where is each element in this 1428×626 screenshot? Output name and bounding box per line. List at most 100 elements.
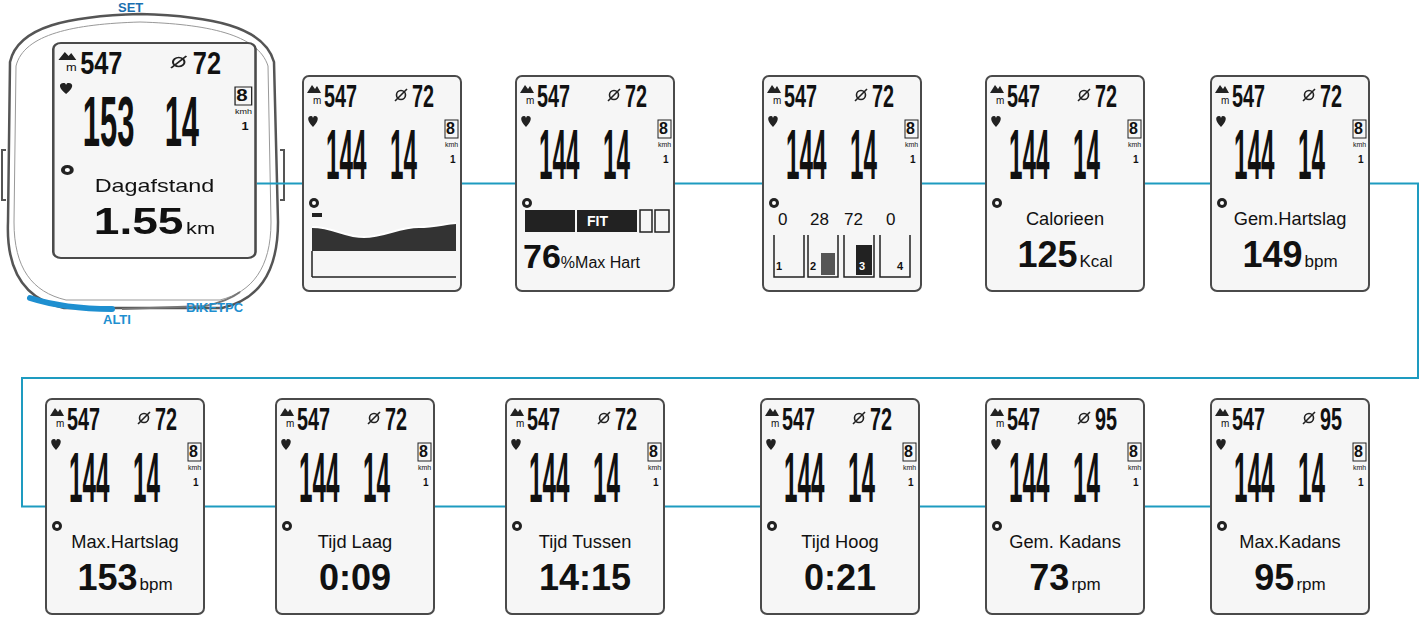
value-row: 149bpm: [1212, 237, 1368, 273]
altitude-value: 547: [1007, 81, 1040, 113]
unit-m: m: [286, 419, 294, 429]
zone-number: 3: [859, 261, 865, 272]
big-value: 144: [1234, 442, 1274, 513]
speed-decimal: 8: [904, 444, 913, 460]
field-label: Tijd Hoog: [762, 533, 918, 551]
display-screen: m54795144148kmh1Max.Kadans95rpm: [1210, 398, 1370, 615]
altitude-value: 547: [527, 404, 560, 436]
gear-number: 1: [1133, 155, 1139, 165]
speed-decimal: 8: [1354, 444, 1363, 460]
speed-decimal: 8: [446, 121, 455, 137]
gear-number: 1: [241, 122, 248, 132]
altitude-value: 547: [324, 81, 357, 113]
zone-number: 2: [810, 261, 816, 272]
field-value: 125: [1017, 237, 1077, 273]
speed-decimal: 8: [1129, 444, 1138, 460]
display-screen: m54772144148kmh1Calorieen125Kcal: [985, 75, 1145, 292]
field-value: 95: [1254, 560, 1294, 596]
unit-m: m: [526, 96, 534, 106]
altitude-value: 547: [537, 81, 570, 113]
zone-number: 4: [897, 261, 903, 272]
field-label: Calorieen: [987, 210, 1143, 228]
button-label: BIKETPC: [186, 301, 243, 314]
field-value: 0:21: [804, 560, 876, 596]
big-value: 144: [69, 442, 109, 513]
speed-unit: kmh: [1353, 141, 1366, 148]
flow-connector: [435, 506, 505, 508]
speed-decimal: 8: [189, 444, 198, 460]
average-value: 72: [385, 404, 407, 436]
gear-number: 1: [1358, 155, 1364, 165]
flow-connector: [1145, 506, 1210, 508]
display-screen: m54772144148kmh1: [302, 75, 462, 292]
average-value: 72: [1095, 81, 1117, 113]
speed-value: 14: [1073, 442, 1100, 513]
average-value: 72: [155, 404, 177, 436]
field-unit: bpm: [1305, 253, 1338, 270]
gear-number: 1: [1133, 478, 1139, 488]
speed-unit: kmh: [418, 464, 431, 471]
unit-m: m: [771, 419, 779, 429]
speed-decimal: 8: [659, 121, 668, 137]
percent-label: %Max Hart: [561, 255, 640, 271]
display-screen: m54772144148kmh10287201234: [762, 75, 922, 292]
speed-value: 14: [848, 442, 875, 513]
value-row: 153bpm: [47, 560, 203, 596]
big-value: 144: [326, 119, 366, 190]
average-value: 72: [193, 48, 221, 80]
average-value: 72: [1320, 81, 1342, 113]
button-label: SET: [118, 1, 143, 14]
big-value: 144: [786, 119, 826, 190]
display-screen: m54795144148kmh1Gem. Kadans73rpm: [985, 398, 1145, 615]
gear-number: 1: [908, 478, 914, 488]
unit-m: m: [1221, 419, 1229, 429]
speed-decimal: 8: [419, 444, 428, 460]
average-value: 72: [872, 81, 894, 113]
display-screen: m54772144148kmh1FIT76%Max Hart: [515, 75, 675, 292]
speed-value: 14: [363, 442, 390, 513]
altitude-value: 547: [297, 404, 330, 436]
altitude-value: 547: [80, 48, 122, 80]
display-screen: m54772144148kmh1Tijd Hoog0:21: [760, 398, 920, 615]
speed-decimal: 8: [236, 88, 247, 104]
big-value: 153: [83, 86, 135, 157]
speed-decimal: 8: [649, 444, 658, 460]
altitude-value: 547: [1232, 81, 1265, 113]
fit-label: FIT: [587, 214, 608, 228]
average-value: 95: [1095, 404, 1117, 436]
value-row: 125Kcal: [987, 237, 1143, 273]
flow-connector: [462, 183, 515, 185]
speed-unit: kmh: [445, 141, 458, 148]
field-value: 73: [1029, 560, 1069, 596]
value-row: 14:15: [507, 560, 663, 596]
speed-value: 14: [850, 119, 877, 190]
zone-number: 1: [776, 261, 782, 272]
percent-value: 76: [523, 239, 561, 273]
zone-time: 0: [886, 211, 895, 228]
speed-unit: kmh: [1128, 141, 1141, 148]
field-label: Tijd Tussen: [507, 533, 663, 551]
button-label: ALTI: [103, 313, 131, 326]
field-value: 153: [77, 560, 137, 596]
speed-value: 14: [1298, 119, 1325, 190]
altitude-value: 547: [1232, 404, 1265, 436]
flow-connector: [205, 506, 275, 508]
field-label: Gem.Hartslag: [1212, 210, 1368, 228]
field-unit: bpm: [140, 576, 173, 593]
gear-number: 1: [663, 155, 669, 165]
gear-number: 1: [653, 478, 659, 488]
value-row: 76%Max Hart: [523, 239, 640, 273]
unit-m: m: [313, 96, 321, 106]
field-value: 0:09: [319, 560, 391, 596]
display-screen: m54772144148kmh1Max.Hartslag153bpm: [45, 398, 205, 615]
speed-unit: kmh: [188, 464, 201, 471]
speed-unit: kmh: [658, 141, 671, 148]
speed-value: 14: [165, 86, 199, 157]
average-value: 72: [625, 81, 647, 113]
big-value: 144: [784, 442, 824, 513]
value-row: 73rpm: [987, 560, 1143, 596]
value-row: 95rpm: [1212, 560, 1368, 596]
speed-unit: kmh: [648, 464, 661, 471]
display-screen: m54772153148kmh1Dagafstand1.55km: [52, 42, 257, 259]
